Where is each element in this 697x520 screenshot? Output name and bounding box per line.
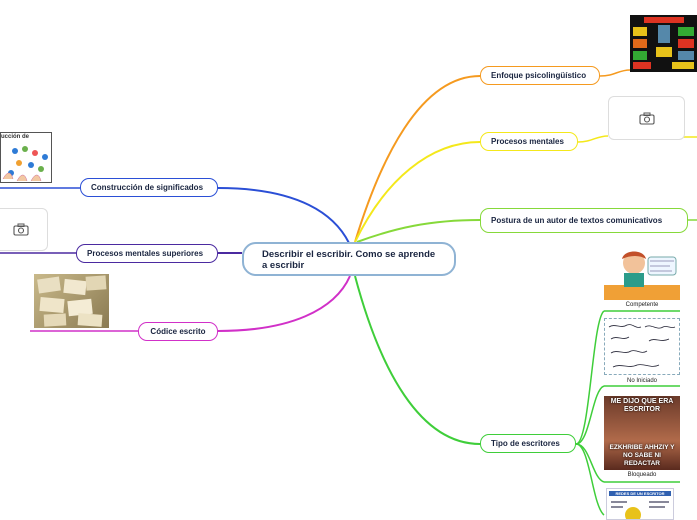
central-topic[interactable]: Describir el escribir. Como se aprende a…: [242, 242, 456, 276]
camera-icon: [638, 112, 655, 125]
node-procesos-mentales[interactable]: Procesos mentales: [480, 132, 578, 151]
caption-bloqueado: Bloqueado: [627, 472, 657, 478]
caption-no-iniciado: No Iniciado: [626, 378, 658, 384]
procesos-mentales-image-placeholder: [608, 96, 685, 140]
node-tipo-escritores[interactable]: Tipo de escritores: [480, 434, 576, 453]
link-procesos: [354, 141, 481, 243]
camera-icon: [13, 223, 29, 236]
poster-illustration: [611, 501, 669, 519]
boy-writing-illustration: [604, 251, 680, 300]
link-tipo: [354, 275, 481, 445]
manuscripts-illustration: [37, 275, 107, 327]
poster-title: REDES DE UN ESCRITOR: [609, 491, 671, 496]
link-codice: [217, 275, 351, 332]
construccion-image-title: ucción de: [1, 134, 30, 140]
bloqueado-image: ME DIJO QUE ERA ESCRITOR EZKHRIBE AHHZIY…: [604, 396, 680, 470]
meme-bottom-text: EZKHRIBE AHHZIY Y NO SABE NI REDACTAR: [609, 444, 675, 467]
redes-escritor-image: REDES DE UN ESCRITOR: [606, 488, 674, 520]
no-iniciado-image: [604, 318, 680, 375]
node-procesos-mentales-superiores[interactable]: Procesos mentales superiores: [76, 244, 218, 263]
link-postura: [356, 219, 481, 243]
construccion-image: ucción de: [0, 132, 52, 183]
enfoque-image: [630, 15, 697, 72]
meme-top-text: ME DIJO QUE ERA ESCRITOR: [610, 398, 674, 413]
link-enfoque: [354, 75, 481, 243]
procesos-superiores-image-placeholder: [0, 208, 48, 251]
caption-competente: Competente: [625, 302, 659, 308]
node-enfoque-psicolinguistico[interactable]: Enfoque psicolingüístico: [480, 66, 600, 85]
child-handwriting-illustration: [608, 324, 676, 368]
psycholinguistic-infographic: [633, 17, 694, 69]
node-postura-autor[interactable]: Postura de un autor de textos comunicati…: [480, 208, 688, 233]
hands-letters-illustration: [2, 146, 48, 182]
node-codice-escrito[interactable]: Códice escrito: [138, 322, 218, 341]
node-construccion-significados[interactable]: Construcción de significados: [80, 178, 218, 197]
competente-image: [604, 247, 680, 300]
link-construccion: [217, 187, 350, 244]
codice-image: [34, 274, 109, 328]
